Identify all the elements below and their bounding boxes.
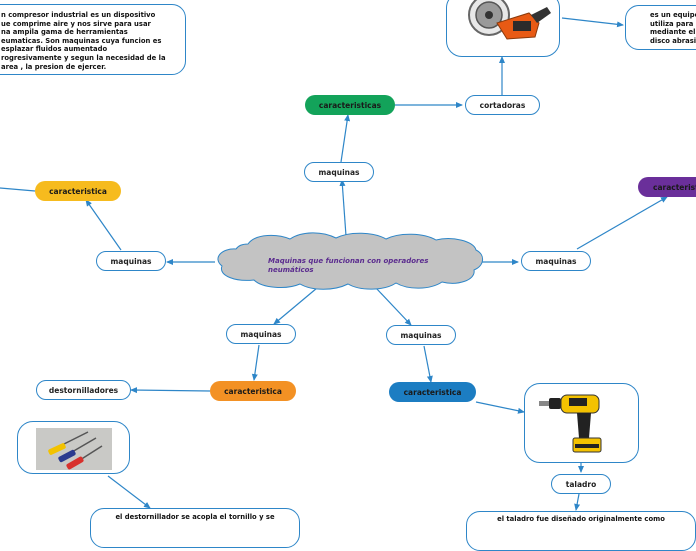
node-maquinas-right[interactable]: maquinas <box>521 251 591 271</box>
text-cortadora-line-1: es un equipo <box>650 11 696 19</box>
cordless-drill-icon <box>539 394 602 453</box>
image-box-cortadora <box>446 0 560 57</box>
node-caracteristica-right[interactable]: caracteristica <box>638 177 696 197</box>
text-cortadora-line-4: disco abrasi <box>650 36 696 45</box>
connector-maquinas-caracteristica-bottom-left <box>251 344 260 381</box>
text-cortadora: es un equipo utiliza para mediante el di… <box>625 5 696 50</box>
image-box-taladro <box>524 383 639 463</box>
screwdrivers-icon <box>36 428 112 470</box>
text-cortadora-line-2: utiliza para <box>650 19 694 28</box>
text-compresor-line-3: na ampila gama de herramientas <box>1 28 128 37</box>
connector-caracteristica-left-offpage <box>0 187 36 192</box>
text-compresor-line-1: n compresor industrial es un dispositivo <box>1 11 156 19</box>
node-taladro[interactable]: taladro <box>551 474 611 494</box>
image-box-destornilladores <box>17 421 130 474</box>
connector-central-maquinas-top <box>339 179 347 237</box>
central-topic[interactable]: Maquinas que funcionan con operadores ne… <box>268 257 448 275</box>
node-cortadoras[interactable]: cortadoras <box>465 95 540 115</box>
connector-central-maquinas-bottom-right <box>375 287 412 326</box>
connectors <box>0 17 668 511</box>
connector-maquinas-caracteristica-bottom-right <box>423 345 433 383</box>
connector-caracteristica-destornilladores <box>130 387 211 394</box>
text-compresor-line-7: area , la presion de ejercer. <box>1 62 107 71</box>
central-cloud <box>217 232 483 290</box>
connector-central-maquinas-bottom-left <box>273 287 318 325</box>
mindmap-canvas <box>0 17 668 511</box>
connector-image-destornillador-text <box>107 475 151 509</box>
connector-maquinas-caracteristicas-top <box>340 114 351 163</box>
cut-off-saw-icon <box>468 0 551 40</box>
central-topic-line-1: Maquinas que funcionan con operadores <box>268 257 429 265</box>
connector-maquinas-caracteristica-right <box>576 196 668 250</box>
node-maquinas-left[interactable]: maquinas <box>96 251 166 271</box>
node-maquinas-top[interactable]: maquinas <box>304 162 374 182</box>
text-compresor-line-4: eumaticas. Son maquinas cuya funcion es <box>1 36 162 45</box>
node-caracteristicas-top[interactable]: caracteristicas <box>305 95 395 115</box>
text-compresor-line-6: rogresivamente y segun la necesidad de l… <box>1 53 166 62</box>
node-destornilladores[interactable]: destornilladores <box>36 380 131 400</box>
node-maquinas-bottom-left[interactable]: maquinas <box>226 324 296 344</box>
connector-taladro-text <box>574 493 581 511</box>
node-maquinas-bottom-right[interactable]: maquinas <box>386 325 456 345</box>
central-topic-line-2: neumáticos <box>268 266 314 274</box>
text-taladro: el taladro fue diseñado originalmente co… <box>466 511 696 551</box>
connector-caracteristica-taladro-image <box>475 401 525 414</box>
node-caracteristica-bottom-left[interactable]: caracteristica <box>210 381 296 401</box>
text-compresor-line-2: ue comprime aire y nos sirve para usar <box>1 19 151 28</box>
connector-image-cortadora-text <box>561 17 624 28</box>
text-taladro-line-1: el taladro fue diseñado originalmente co… <box>497 515 665 523</box>
connector-maquinas-caracteristica-left <box>85 199 122 251</box>
text-destornillador: el destornillador se acopla el tornillo … <box>90 508 300 548</box>
node-caracteristica-bottom-right[interactable]: caracteristica <box>389 382 476 402</box>
node-caracteristica-left[interactable]: caracteristica <box>35 181 121 201</box>
text-compresor-line-5: esplazar fluidos aumentado <box>1 45 108 54</box>
text-compresor: n compresor industrial es un dispositivo… <box>0 4 186 75</box>
text-destornillador-line-1: el destornillador se acopla el tornillo … <box>115 513 275 521</box>
text-cortadora-line-3: mediante el <box>650 28 696 37</box>
